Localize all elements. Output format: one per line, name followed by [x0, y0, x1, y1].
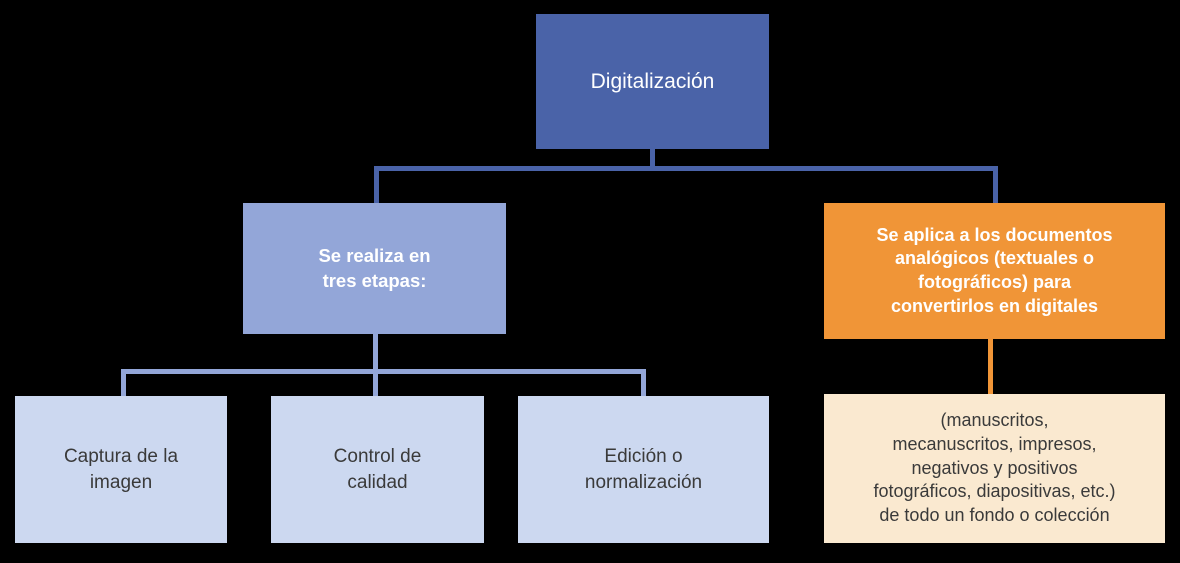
node-manuscritos-mecanuscritos-label: (manuscritos, mecanuscritos, impresos, n…	[873, 410, 1116, 526]
node-edicion-o-normalizacion-label: Edición o normalización	[584, 446, 703, 493]
node-digitalizacion[interactable]: Digitalización	[536, 14, 769, 149]
connector-root-to-aplica-drop	[993, 166, 998, 205]
node-se-aplica-a-los-documentos-analogicos-label: Se aplica a los documentos analógicos (t…	[876, 224, 1113, 316]
node-control-de-calidad[interactable]: Control de calidad	[271, 396, 484, 543]
node-digitalizacion-label: Digitalización	[590, 69, 715, 93]
connector-etapas-horizontal-bar	[121, 369, 646, 374]
node-manuscritos-mecanuscritos[interactable]: (manuscritos, mecanuscritos, impresos, n…	[824, 394, 1165, 543]
connector-etapas-to-captura-drop	[121, 369, 126, 397]
connector-etapas-stem	[373, 334, 378, 372]
node-captura-de-la-imagen-label: Captura de la imagen	[63, 446, 179, 493]
node-se-aplica-a-los-documentos-analogicos[interactable]: Se aplica a los documentos analógicos (t…	[824, 203, 1165, 339]
connector-root-horizontal-bar	[374, 166, 998, 171]
node-control-de-calidad-label: Control de calidad	[333, 446, 422, 493]
connector-root-to-etapas-drop	[374, 166, 379, 205]
connector-root-stem	[650, 149, 655, 170]
connector-aplica-to-manuscritos	[988, 339, 993, 395]
connector-etapas-to-edicion-drop	[641, 369, 646, 397]
connector-etapas-to-control-drop	[373, 369, 378, 397]
node-captura-de-la-imagen[interactable]: Captura de la imagen	[15, 396, 227, 543]
node-se-realiza-en-tres-etapas[interactable]: Se realiza en tres etapas:	[243, 203, 506, 334]
node-edicion-o-normalizacion[interactable]: Edición o normalización	[518, 396, 769, 543]
node-se-realiza-en-tres-etapas-label: Se realiza en tres etapas:	[318, 245, 431, 291]
